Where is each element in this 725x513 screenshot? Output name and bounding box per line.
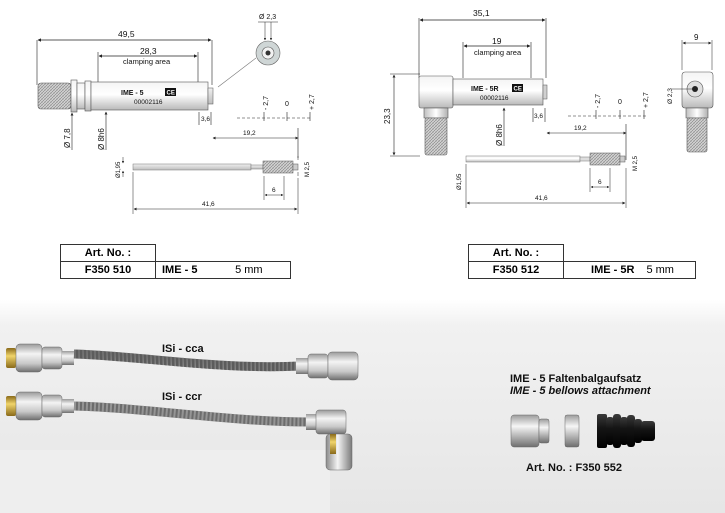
dim-total-length: 49,5 bbox=[118, 29, 135, 39]
cable-isi-cca bbox=[6, 343, 359, 381]
dim-41-6: 41,6 bbox=[535, 195, 548, 202]
left-technical-drawing: 49,5 28,3 clamping area IME - 5 CE 00002… bbox=[36, 14, 316, 214]
bellows-art-no: Art. No. : F350 552 bbox=[526, 462, 622, 474]
threaded-end bbox=[262, 160, 294, 174]
dim-hole-diameter: Ø 2,3 bbox=[259, 14, 276, 21]
bellows-title-de: IME - 5 Faltenbalgaufsatz bbox=[510, 373, 642, 385]
art-no-header: Art. No. : bbox=[60, 244, 156, 262]
right-technical-drawing: 35,1 19 clamping area 23,3 IME - 5R CE 0… bbox=[383, 8, 714, 208]
dim-offset: 3,6 bbox=[201, 116, 210, 123]
threaded-end bbox=[589, 152, 621, 166]
ce-mark bbox=[165, 88, 176, 96]
dim-width: 9 bbox=[694, 33, 699, 42]
armature-rod bbox=[465, 155, 581, 163]
art-no-value: F350 512 bbox=[468, 261, 564, 279]
dim-41-6: 41,6 bbox=[202, 201, 215, 208]
range-plus: + 2,7 bbox=[643, 92, 650, 108]
dim-clamping-length: 28,3 bbox=[140, 46, 157, 56]
dim-thread: M 2,5 bbox=[633, 155, 639, 171]
dim-19-2: 19,2 bbox=[243, 130, 256, 137]
size-value: 5 mm bbox=[229, 261, 292, 279]
bellows-adapter bbox=[510, 414, 540, 448]
bellows-title-en: IME - 5 bellows attachment bbox=[510, 385, 651, 397]
art-no-header: Art. No. : bbox=[468, 244, 564, 262]
dim-shaft-diameter: Ø 8h6 bbox=[97, 128, 106, 150]
dim-6: 6 bbox=[272, 187, 276, 194]
sensor-body bbox=[452, 78, 544, 106]
dim-height: 23,3 bbox=[383, 108, 392, 124]
dim-clamping-length: 19 bbox=[492, 36, 502, 46]
sensor-serial: 00002116 bbox=[134, 99, 163, 106]
cables-illustration bbox=[6, 343, 359, 471]
sensor-serial: 00002116 bbox=[480, 95, 509, 102]
cable-label-ccr: ISi - ccr bbox=[162, 391, 202, 403]
range-zero: 0 bbox=[285, 101, 289, 108]
knurled-connector bbox=[424, 117, 448, 156]
svg-text:CE: CE bbox=[514, 87, 522, 93]
range-minus: - 2,7 bbox=[263, 96, 270, 110]
sensor-model-label: IME - 5R bbox=[471, 86, 499, 93]
model-value: IME - 5R bbox=[563, 261, 641, 279]
dim-body-diameter: Ø 7,8 bbox=[63, 128, 72, 148]
bellows-attachment-illustration bbox=[510, 414, 655, 448]
dim-shaft-diameter: Ø 8h6 bbox=[495, 124, 504, 146]
size-value: 5 mm bbox=[640, 261, 697, 279]
model-value: IME - 5 bbox=[155, 261, 230, 279]
dim-tip-diameter: Ø1,95 bbox=[457, 173, 463, 190]
panel-shade bbox=[0, 450, 330, 513]
cable-isi-ccr bbox=[6, 391, 353, 471]
sensor-model-label: IME - 5 bbox=[121, 90, 144, 97]
sensor-body bbox=[90, 81, 209, 111]
article-table-left: Art. No. : F350 510 IME - 5 5 mm bbox=[60, 244, 292, 279]
dim-6: 6 bbox=[598, 179, 602, 186]
range-plus: + 2,7 bbox=[309, 94, 316, 110]
angle-housing bbox=[418, 75, 454, 109]
art-no-value: F350 510 bbox=[60, 261, 156, 279]
range-minus: - 2,7 bbox=[595, 94, 602, 108]
dim-offset: 3,6 bbox=[534, 113, 543, 120]
side-view-connector bbox=[686, 117, 708, 153]
bellows-ring bbox=[564, 414, 580, 448]
cable-label-cca: ISi - cca bbox=[162, 343, 204, 355]
bellows-boot bbox=[597, 414, 655, 448]
article-table-right: Art. No. : F350 512 IME - 5R 5 mm bbox=[468, 244, 697, 279]
dim-thread: M 2,5 bbox=[305, 161, 311, 177]
range-zero: 0 bbox=[618, 99, 622, 106]
dim-tip-diameter: Ø1,95 bbox=[116, 161, 122, 178]
dim-19-2: 19,2 bbox=[574, 125, 587, 132]
svg-text:CE: CE bbox=[167, 91, 175, 97]
armature-rod bbox=[132, 163, 252, 171]
knurled-connector bbox=[37, 82, 72, 110]
dim-hole-diameter: Ø 2,3 bbox=[667, 88, 674, 104]
ce-mark bbox=[512, 84, 523, 92]
dim-total-length: 35,1 bbox=[473, 8, 490, 18]
clamping-area-label: clamping area bbox=[123, 57, 171, 66]
clamping-area-label: clamping area bbox=[474, 48, 522, 57]
